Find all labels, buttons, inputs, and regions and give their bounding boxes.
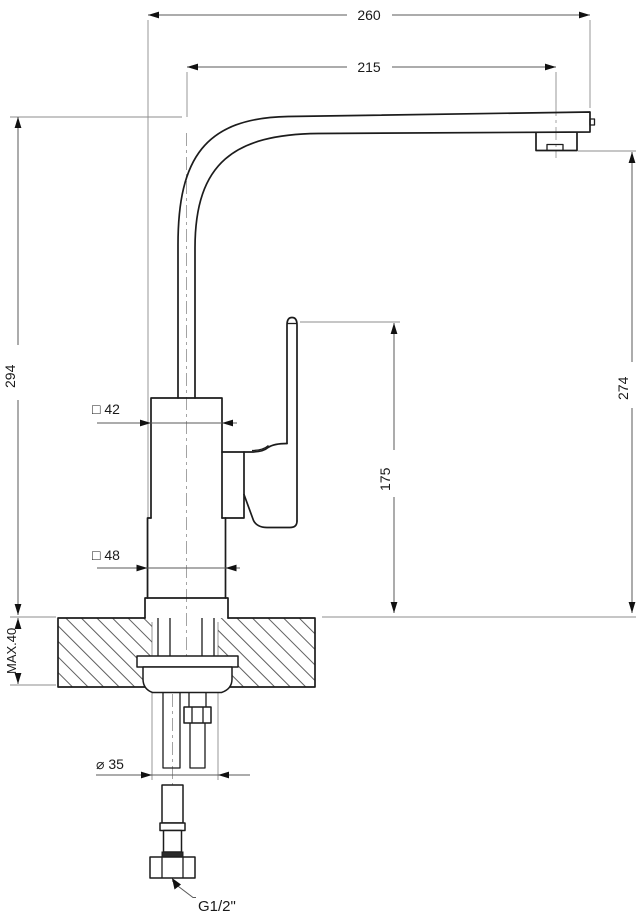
handle-underside — [243, 493, 298, 529]
spout-tip-clip — [589, 118, 596, 126]
mounting-washer — [136, 655, 239, 668]
dim-215-label: 215 — [357, 59, 381, 75]
dim-48: □ 48 — [92, 547, 240, 572]
tailpiece-collar — [159, 822, 186, 832]
mounting-nut — [142, 666, 233, 694]
supply-tube-left — [162, 692, 181, 769]
tailpiece-tube-upper — [161, 784, 184, 824]
base-flange — [144, 597, 229, 619]
deck-outline — [57, 617, 316, 688]
dim-260-label: 260 — [357, 7, 381, 23]
thread-label: G1/2" — [198, 898, 236, 915]
supply-tube-right-nut — [183, 706, 212, 724]
dim-294-label: 294 — [2, 364, 18, 388]
dim-42-label: □ 42 — [92, 401, 120, 417]
dim-274: 274 — [615, 152, 636, 613]
faucet-outline — [136, 111, 596, 879]
mounting-shank — [157, 618, 215, 656]
supply-tube-right-bottom — [189, 723, 206, 769]
dim-35: ⌀ 35 — [96, 756, 250, 779]
aerator-notch — [546, 143, 564, 151]
deck-hatch-right — [218, 618, 315, 687]
body-lower-square — [146, 517, 227, 599]
dim-175-label: 175 — [377, 467, 393, 491]
dim-274-label: 274 — [615, 376, 631, 400]
handle-junction-fillet — [251, 445, 269, 452]
leader-thread: G1/2" — [172, 878, 236, 915]
dim-max40: MAX.40 — [4, 618, 22, 684]
supply-tube-right-top — [188, 692, 207, 707]
dim-294: 294 — [2, 117, 22, 615]
tailpiece — [149, 784, 196, 879]
deck-hatch-left — [58, 618, 152, 687]
spout-arm — [177, 111, 591, 399]
aerator — [535, 132, 578, 152]
dim-max40-label: MAX.40 — [4, 628, 19, 674]
handle-top-edge — [221, 442, 288, 453]
dim-215: 215 — [187, 59, 556, 75]
tailpiece-tube-lower — [162, 829, 183, 853]
dim-35-label: ⌀ 35 — [96, 756, 124, 772]
dim-42: □ 42 — [92, 401, 237, 427]
handle-cartridge — [221, 451, 245, 519]
dim-175: 175 — [377, 323, 398, 613]
dim-48-label: □ 48 — [92, 547, 120, 563]
dimensions: 260 215 294 MAX.40 175 — [2, 7, 636, 915]
tailpiece-nut-facets — [161, 857, 184, 878]
countertop-section — [57, 617, 316, 688]
tailpiece-nut — [149, 856, 196, 879]
supply-tube-right-nut-facets — [191, 707, 204, 723]
centerlines — [172, 103, 557, 884]
body-upper-square — [150, 397, 223, 519]
dim-260: 260 — [148, 7, 590, 23]
handle-lever — [286, 316, 298, 522]
